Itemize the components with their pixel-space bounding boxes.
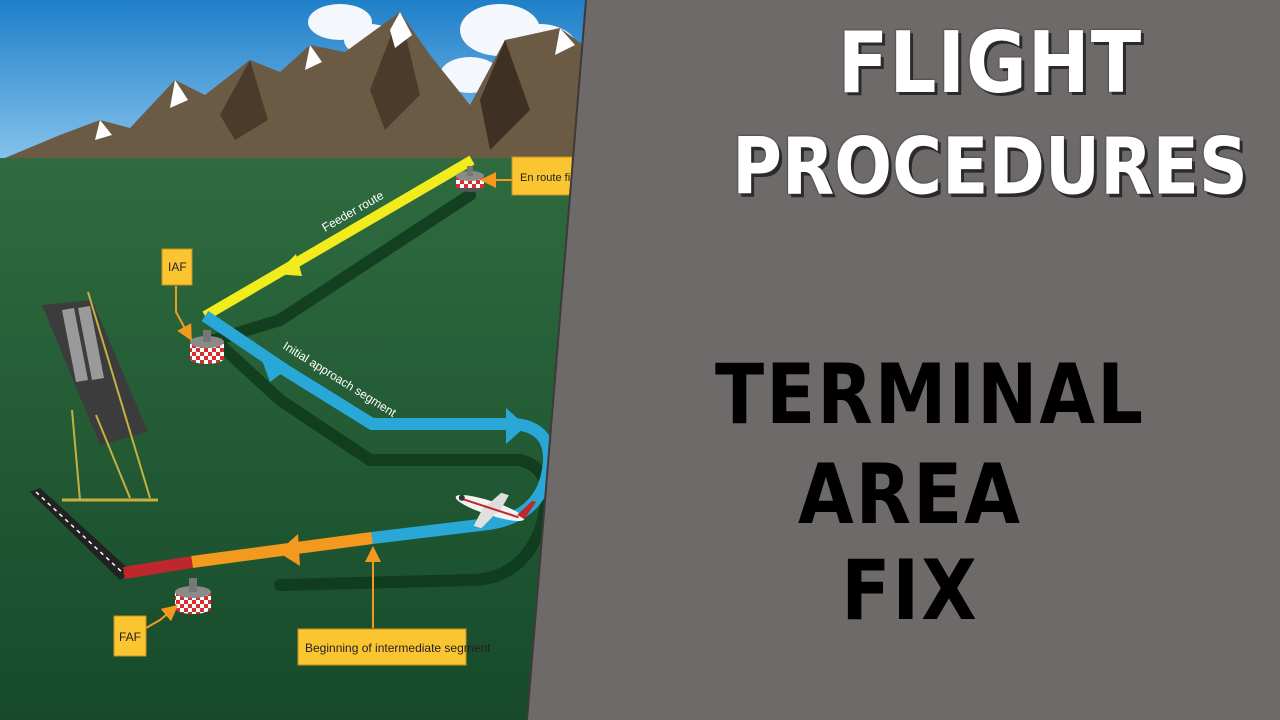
faf-callout: FAF <box>113 615 147 657</box>
panel-divider <box>526 0 587 720</box>
airport-runways <box>42 291 158 502</box>
feeder-route-line <box>202 155 475 321</box>
faf-label: FAF <box>119 630 141 644</box>
feeder-route-arrow <box>276 254 302 276</box>
approach-illustration: Feeder route Initial approach segment <box>0 0 586 720</box>
subtitle-terminal: TERMINAL <box>714 345 1146 443</box>
subtitle-area: AREA <box>797 445 1023 543</box>
iaf-beacon <box>190 330 224 364</box>
subtitle-fix: FIX <box>841 541 979 639</box>
beginning-intermediate-label: Beginning of intermediate segment <box>305 641 491 655</box>
en-route-fix-callout: En route fix <box>511 156 576 196</box>
final-segment-line <box>123 556 193 579</box>
airplane-icon <box>455 492 537 529</box>
intermediate-arrow <box>278 534 300 566</box>
landing-runway <box>30 488 132 580</box>
intermediate-callout: Beginning of intermediate segment <box>297 628 491 666</box>
en-route-fix-label: En route fix <box>520 172 576 184</box>
faf-beacon <box>175 578 211 614</box>
en-route-fix-beacon <box>456 166 484 192</box>
mountains <box>0 12 586 160</box>
initial-approach-arrow-2 <box>506 408 526 444</box>
iaf-label: IAF <box>168 260 187 274</box>
title-flight: FLIGHT <box>837 13 1143 113</box>
iaf-callout: IAF <box>161 248 193 286</box>
title-procedures: PROCEDURES <box>732 122 1248 213</box>
initial-approach-arrow-1 <box>262 360 286 382</box>
